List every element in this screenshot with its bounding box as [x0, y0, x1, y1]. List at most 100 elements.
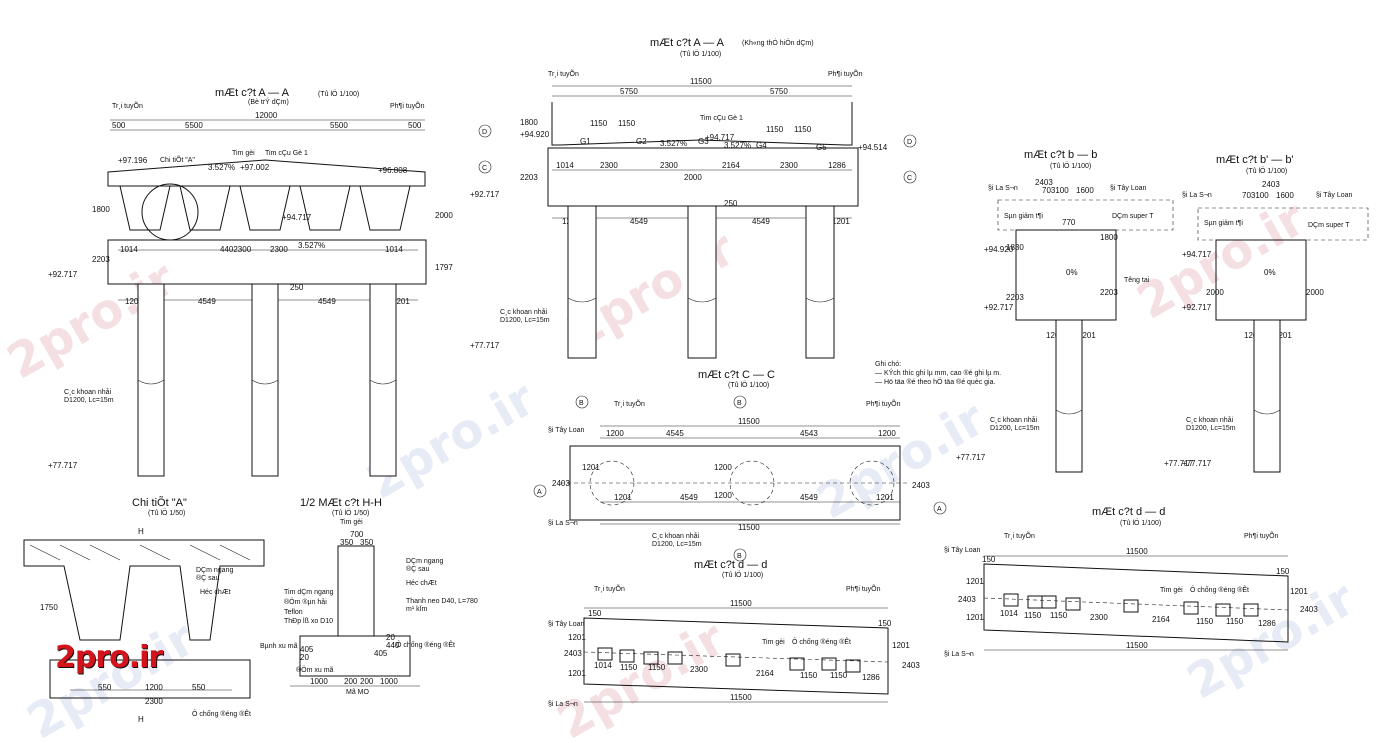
- dim-label: 1014: [1000, 609, 1018, 618]
- dim-label: 1014: [385, 245, 403, 254]
- notes-heading: Ghi chó:: [875, 361, 901, 368]
- dim-label: 0%: [1264, 268, 1276, 277]
- side-label: §i La S¬n: [548, 520, 578, 527]
- dim-label: 5500: [330, 121, 348, 130]
- note-label: Tim cÇu Gè 1: [265, 150, 308, 157]
- dim-total: 11500: [690, 77, 712, 86]
- dim-label: 20: [300, 653, 309, 662]
- dim-label: 2164: [1152, 615, 1170, 624]
- elevation-label: +92.717: [470, 190, 500, 199]
- view-scale: (Tû lÖ 1/100): [680, 50, 721, 58]
- dim-label: 2300: [145, 697, 163, 706]
- section-mark: H: [138, 527, 144, 536]
- dim-label: 1286: [862, 673, 880, 682]
- axis-mark: B: [737, 400, 742, 407]
- axis-mark: B: [579, 400, 584, 407]
- view-hh: 1/2 MÆt c?t H-H (Tû lÖ 1/50) Tim gèi DÇm…: [260, 497, 478, 696]
- dim-label: 1150: [1024, 611, 1042, 620]
- dim-label: 1201: [892, 641, 910, 650]
- dim-label: 4549: [752, 217, 770, 226]
- site-logo[interactable]: 2pro.ir: [55, 640, 163, 675]
- dim-label: 1150: [1196, 617, 1214, 626]
- dim-label: 2000: [1306, 288, 1324, 297]
- dim-label: 1150: [620, 663, 638, 672]
- dim-label: 440: [386, 641, 400, 650]
- dim-label: 4543: [800, 429, 818, 438]
- dim-label: 1201: [568, 669, 586, 678]
- dim-label: 1201: [582, 463, 600, 472]
- dim-label: 1201: [966, 577, 984, 586]
- dim-label: 4549: [680, 493, 698, 502]
- dim-label: 1000: [310, 677, 328, 686]
- dim-total: 11500: [1126, 547, 1148, 556]
- label: ®Öm xu mã: [296, 666, 334, 674]
- label: ®Ç sau: [406, 565, 430, 573]
- axis-mark: A: [937, 506, 942, 513]
- elevation-label: +94.717: [1182, 250, 1212, 259]
- dim-label: 500: [408, 121, 422, 130]
- dim-label: 150: [982, 555, 996, 564]
- view-scale: (Tû lÖ 1/100): [318, 90, 359, 98]
- dim-label: 1200: [714, 463, 732, 472]
- label: Thanh neo D40, L=780: [406, 598, 478, 605]
- dim-label: 2403: [902, 661, 920, 670]
- view-aa-left: mÆt c?t A — A (Tû lÖ 1/100) (Bè trÝ dÇm)…: [48, 87, 500, 477]
- notes-line: — Hö täa ®é theo hÖ täa ®é quèc gia.: [875, 378, 995, 386]
- label: Sµn giảm t¶i: [1004, 213, 1043, 220]
- elevation-label: +77.717: [956, 453, 986, 462]
- label: T­êng tai: [1124, 277, 1150, 284]
- dim-label: 2000: [1206, 288, 1224, 297]
- note-label: Tim gèi: [1160, 587, 1183, 594]
- label: Héc chÆt: [406, 580, 437, 587]
- dim-label: 1200: [145, 683, 163, 692]
- dim-total: 11500: [738, 523, 760, 532]
- dim-label: 2300: [690, 665, 708, 674]
- dim-label: 150: [588, 609, 602, 618]
- dim-label: 1150: [618, 119, 636, 128]
- dim-label: 1201: [1078, 331, 1096, 340]
- dim-total: 11500: [730, 693, 752, 702]
- elevation-label: +94.717: [705, 133, 735, 142]
- dim-label: 1200: [606, 429, 624, 438]
- direction-left: Tr¸i tuyÕn: [548, 69, 579, 78]
- dim-label: 350: [340, 538, 354, 547]
- view-cc: mÆt c?t C — C (Tû lÖ 1/100) Tr¸i tuyÕn P…: [533, 369, 947, 562]
- direction-right: Ph¶i tuyÕn: [1244, 531, 1279, 540]
- view-dd-bottom: mÆt c?t d — d (Tû lÖ 1/100) Tr¸i tuyÕn P…: [548, 559, 920, 708]
- dim-label: 1150: [830, 671, 848, 680]
- elevation-label: +97.196: [118, 156, 148, 165]
- label: Héc chÆt: [200, 589, 231, 596]
- dim-label: 5750: [770, 87, 788, 96]
- side-label: §i Tây Loan: [1110, 185, 1147, 192]
- dim-label: 1600: [1276, 191, 1294, 200]
- elevation-label: +77.717: [1164, 459, 1194, 468]
- elevation-label: +92.717: [984, 303, 1014, 312]
- dim-label: 250: [724, 199, 738, 208]
- direction-left: Tr¸i tuyÕn: [1004, 531, 1035, 540]
- pile-note: C¸c khoan nhåi: [1186, 416, 1234, 424]
- dim-label: 1014: [120, 245, 138, 254]
- dim-label: 2403: [912, 481, 930, 490]
- label: Bµnh xu mã: [260, 643, 298, 650]
- dim-label: 20: [386, 633, 395, 642]
- note-label: Tim gèi: [232, 150, 255, 157]
- dim-label: 1150: [1050, 611, 1068, 620]
- dim-label: 1014: [556, 161, 574, 170]
- label: Sµn giảm t¶i: [1204, 220, 1243, 227]
- label: DÇm super T: [1308, 222, 1350, 229]
- view-bb-prime: mÆt c?t b' — b' (Tû lÖ 1/100) §i La S¬n …: [1182, 154, 1369, 473]
- direction-left: Tr¸i tuyÕn: [614, 399, 645, 408]
- slope-label: 3.527%: [724, 141, 751, 150]
- dim-label: 1150: [766, 125, 784, 134]
- dim-label: 703100: [1242, 191, 1269, 200]
- view-title: mÆt c?t d — d: [1092, 506, 1165, 518]
- dim-label: 1201: [614, 493, 632, 502]
- direction-right: Ph¶i tuyÕn: [846, 584, 881, 593]
- girder-label: G3: [698, 137, 709, 146]
- dim-label: 1800: [92, 205, 110, 214]
- view-title: mÆt c?t C — C: [698, 369, 775, 381]
- view-scale: (Tû lÖ 1/100): [1050, 162, 1091, 170]
- note-label: Chi tiÕt "A": [160, 155, 195, 164]
- view-scale: (Tû lÖ 1/100): [722, 571, 763, 579]
- view-title: mÆt c?t b — b: [1024, 149, 1097, 161]
